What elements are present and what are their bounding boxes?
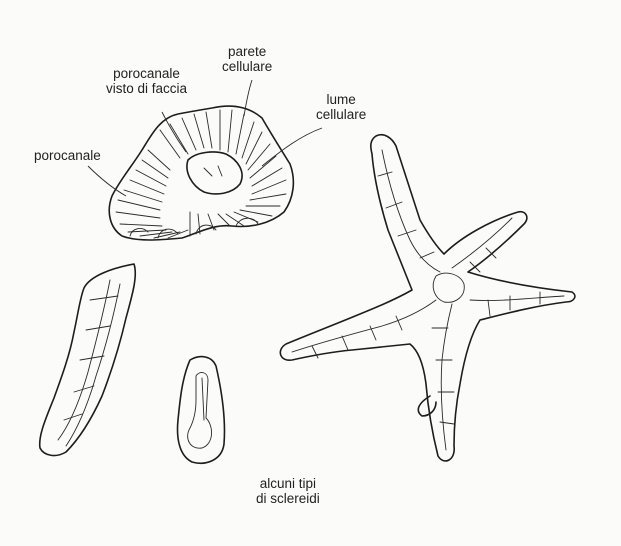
label-line: cellulare xyxy=(316,107,366,122)
astrosclereid xyxy=(280,135,575,461)
elongated-sclereid xyxy=(40,264,136,455)
label-line: porocanale xyxy=(106,66,187,81)
caption-line: alcuni tipi xyxy=(256,476,320,491)
label-line: parete xyxy=(222,44,272,59)
label-parete-cellulare: parete cellulare xyxy=(222,44,272,74)
label-lume-cellulare: lume cellulare xyxy=(316,92,366,122)
label-porocanale-visto-di-faccia: porocanale visto di faccia xyxy=(106,66,187,96)
label-line: visto di faccia xyxy=(106,81,187,96)
caption-line: di sclereidi xyxy=(256,491,320,506)
caption: alcuni tipi di sclereidi xyxy=(256,476,320,506)
oval-sclereid xyxy=(178,357,225,464)
label-porocanale: porocanale xyxy=(34,148,101,163)
label-line: cellulare xyxy=(222,59,272,74)
brachysclereid xyxy=(109,106,293,240)
label-line: lume xyxy=(316,92,366,107)
